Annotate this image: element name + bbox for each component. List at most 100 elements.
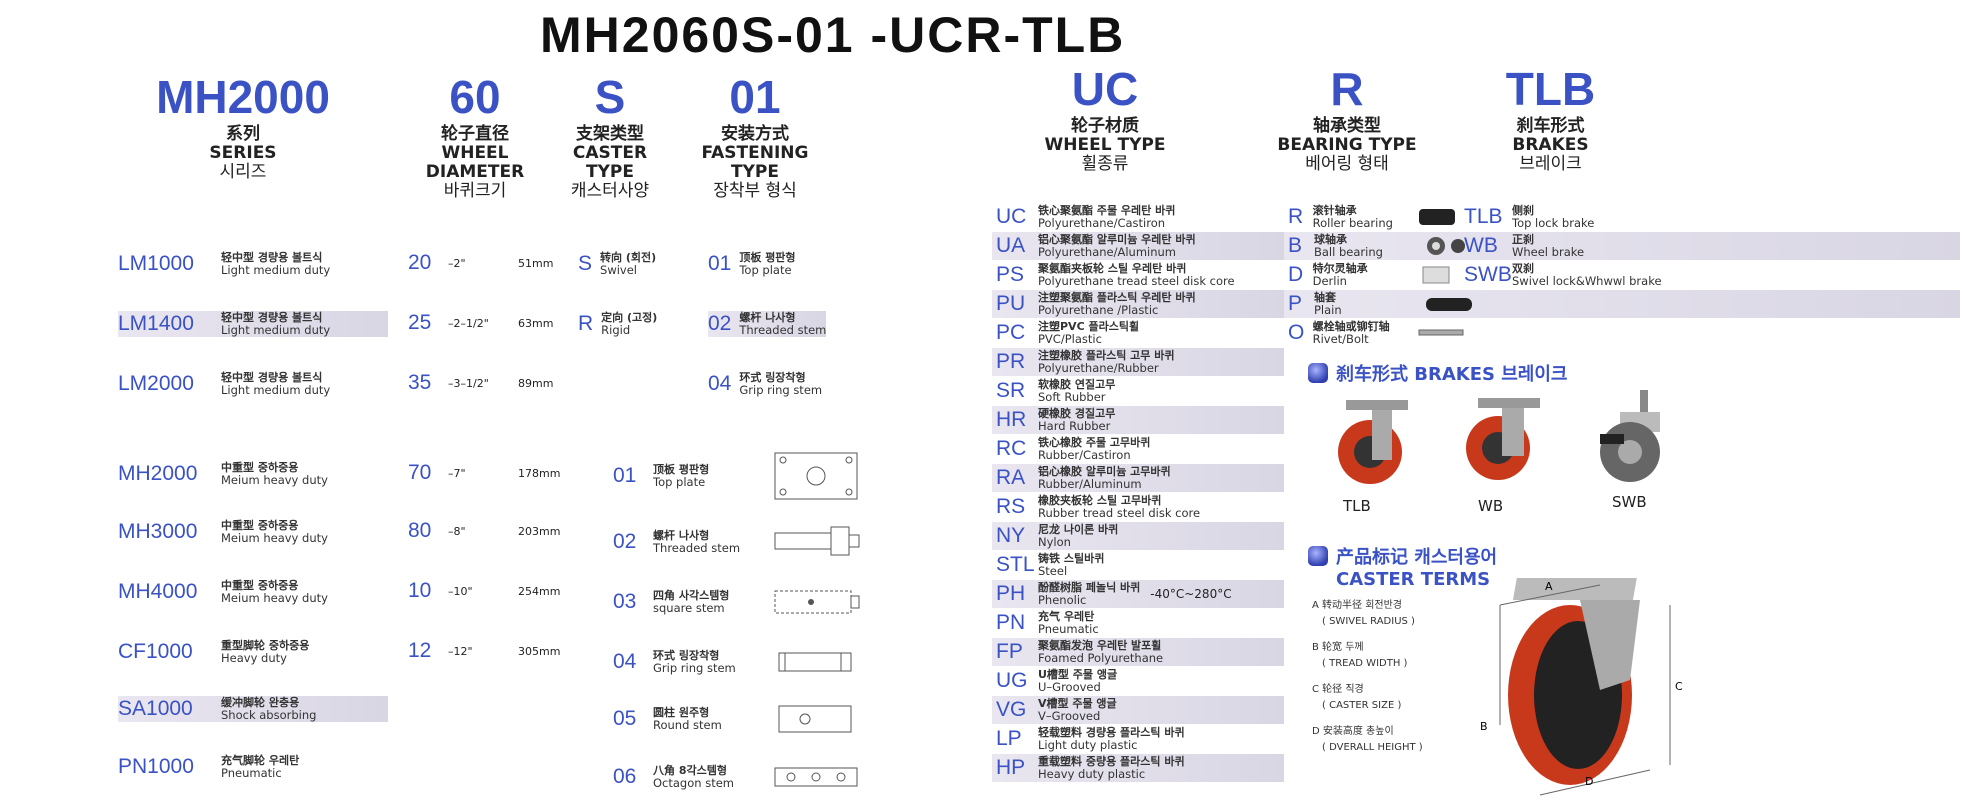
wheel-cn: 聚氨酯发泡 우레탄 발포휠	[1038, 639, 1162, 652]
series-en: Heavy duty	[221, 651, 287, 665]
wheel-en: Polyurethane tread steel disk core	[1038, 274, 1235, 288]
caster-terms-heading: 产品标记 캐스터용어 CASTER TERMS	[1308, 543, 1497, 590]
diameter-row: 35 –3–1/2" 89mm	[408, 371, 553, 395]
diameter-row: 25 –2–1/2" 63mm	[408, 311, 553, 335]
term-english: ( DVERALL HEIGHT )	[1322, 742, 1423, 753]
fastening-code: 04	[613, 650, 637, 673]
wheel-code: RS	[996, 495, 1026, 518]
dim-d: D	[1585, 775, 1593, 788]
heading-en: WHEEL	[441, 143, 509, 163]
bearing-cn: 特尔灵轴承	[1312, 262, 1368, 275]
wheel-en: Hard Rubber	[1038, 419, 1111, 433]
series-cn: 中重型 중하중용	[221, 579, 299, 592]
heading-en: WHEEL TYPE	[1044, 135, 1166, 155]
diameter-row: 10 –10" 254mm	[408, 579, 560, 603]
bearing-cn: 螺栓轴或铆钉轴	[1312, 320, 1390, 333]
fastening-code: 01	[708, 252, 732, 275]
wheel-cn: 铸铁 스틸바퀴	[1038, 552, 1105, 565]
series-en: Light medium duty	[221, 263, 331, 277]
wheel-code: PR	[996, 350, 1026, 373]
heading-en2: TYPE	[586, 162, 634, 182]
fastening-code: 04	[708, 372, 732, 395]
term-english: ( TREAD WIDTH )	[1322, 658, 1408, 669]
diameter-mm: 178mm	[518, 466, 561, 480]
series-cn: 缓冲脚轮 완충용	[221, 696, 300, 709]
wheel-en: Nylon	[1038, 535, 1071, 549]
bearing-cn: 球轴承	[1314, 233, 1347, 246]
diameter-inch: –3–1/2"	[448, 376, 489, 390]
term-label: C 轮径 직경	[1312, 684, 1364, 695]
series-en: Light medium duty	[221, 323, 331, 337]
series-cn: 轻中型 경량용 볼트식	[221, 311, 323, 324]
caster-type-en: Swivel	[600, 263, 637, 277]
wheel-code: UC	[996, 205, 1027, 228]
caster-term-item: C 轮径 직경( CASTER SIZE )	[1312, 682, 1423, 714]
wheel-code: UG	[996, 669, 1028, 692]
fastening-en: Top plate	[653, 475, 706, 489]
wheel-code: NY	[996, 524, 1026, 547]
fastening-code: 06	[613, 765, 637, 788]
wheel-en: Rubber/Aluminum	[1038, 477, 1142, 491]
code-heading-0: MH2000	[156, 71, 330, 123]
brake-en: Wheel brake	[1512, 245, 1585, 259]
wheel-en: Rubber/Castiron	[1038, 448, 1131, 462]
diameter-code: 70	[408, 461, 432, 484]
code-heading-4: UC	[1071, 63, 1139, 115]
diameter-mm: 203mm	[518, 524, 561, 538]
diameter-inch: –10"	[448, 584, 473, 598]
series-cn: 充气脚轮 우레탄	[221, 754, 300, 767]
fastening-drawing-1	[774, 526, 860, 556]
series-cn: 中重型 중하중용	[221, 461, 299, 474]
series-en: Light medium duty	[221, 383, 331, 397]
bearing-code: B	[1288, 234, 1303, 257]
wheel-code: HP	[996, 756, 1026, 779]
diameter-mm: 89mm	[518, 376, 554, 390]
wheel-en: Light duty plastic	[1038, 738, 1138, 752]
wheel-cn: V槽型 주물 앵글	[1038, 697, 1117, 710]
heading-en: CASTER	[572, 143, 648, 163]
fastening-en: Threaded stem	[739, 323, 827, 337]
term-label: D 安装高度 총높이	[1312, 726, 1394, 737]
heading-ko: 장착부 형식	[713, 181, 797, 201]
heading-en: FASTENING	[701, 143, 809, 163]
wheel-cn: 铁心聚氨酯 주물 우레탄 바퀴	[1038, 204, 1176, 217]
diameter-mm: 63mm	[518, 316, 554, 330]
wheel-code: PU	[996, 292, 1026, 315]
wheel-cn: U槽型 주물 앵글	[1038, 668, 1118, 681]
heading-ko: 휠종류	[1081, 154, 1129, 174]
wheel-code: PC	[996, 321, 1026, 344]
heading-desc-4: 轮子材质 WHEEL TYPE 휠종류	[1010, 117, 1200, 174]
heading-cn: 支架类型	[576, 124, 644, 144]
fastening-cn: 八角 8각스템형	[653, 764, 727, 777]
bearing-en: Rivet/Bolt	[1312, 332, 1369, 346]
wheel-cn: 硬橡胶 경질고무	[1038, 407, 1116, 420]
fastening-en: Grip ring stem	[653, 661, 736, 675]
caster-term-item: A 转动半径 회전반경( SWIVEL RADIUS )	[1312, 598, 1423, 630]
wheel-cn: 橡胶夹板轮 스틸 고무바퀴	[1038, 494, 1162, 507]
heading-ko: 브레이크	[1519, 154, 1582, 174]
wheel-code: PH	[996, 582, 1026, 605]
heading-desc-3: 安装方式 FASTENING TYPE 장착부 형식	[665, 125, 845, 201]
bearing-icon	[1426, 298, 1472, 311]
series-cn: 轻中型 경량용 볼트식	[221, 371, 323, 384]
heading-ko: 베어링 형태	[1305, 154, 1389, 174]
fastening-code: 02	[708, 312, 732, 335]
fastening-cn: 螺杆 나사형	[653, 529, 710, 542]
bullet-icon	[1308, 546, 1328, 566]
series-code: CF1000	[118, 640, 193, 663]
